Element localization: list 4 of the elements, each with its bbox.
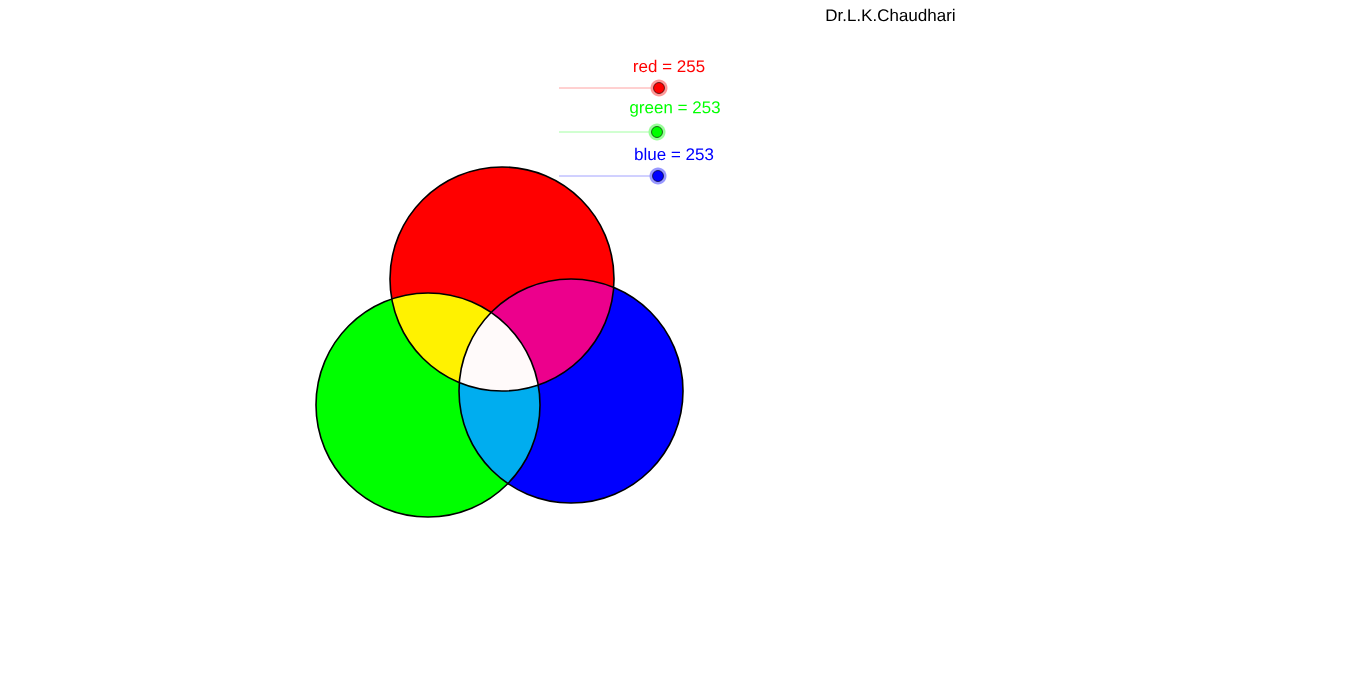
slider-label: red = 255: [634, 59, 705, 73]
author-name: Dr.L.K.Chaudhari: [826, 8, 955, 22]
slider-label: green = 253: [630, 101, 720, 117]
slider-label: blue = 253: [635, 147, 714, 161]
